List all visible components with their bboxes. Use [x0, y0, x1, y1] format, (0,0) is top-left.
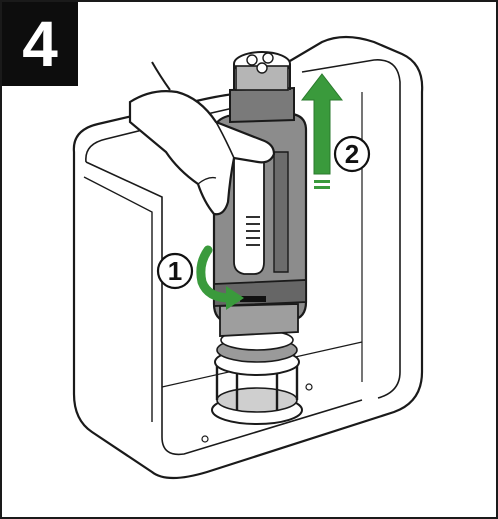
callout-1: 1	[156, 252, 194, 290]
up-arrow-icon	[300, 73, 344, 189]
flush-valve-body	[212, 112, 308, 337]
callout-2: 2	[333, 135, 371, 173]
callout-2-label: 2	[345, 139, 359, 169]
hand	[128, 61, 276, 216]
step-number-badge: 4	[2, 2, 78, 86]
callout-1-label: 1	[168, 256, 182, 286]
valve-top-cap	[229, 51, 295, 124]
valve-base-cage	[211, 329, 303, 425]
curved-arrow-icon	[196, 245, 244, 310]
